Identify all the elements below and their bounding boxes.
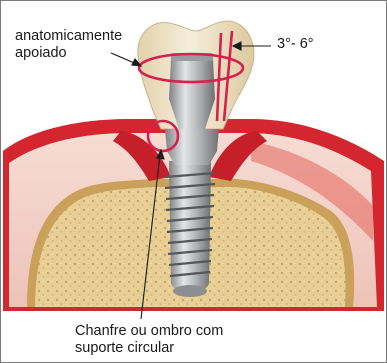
label-anatomically-supported: anatomicamente apoiado [15,28,122,62]
label-bottom-line2: suporte circular [75,340,223,357]
implant-fixture [165,161,215,297]
label-chamfer: Chanfre ou ombro com suporte circular [75,323,223,357]
label-bottom-line1: Chanfre ou ombro com [75,323,223,340]
label-top-left-line1: anatomicamente [15,28,122,45]
label-top-left-line2: apoiado [15,45,122,62]
label-angle: 3°- 6° [277,36,314,53]
